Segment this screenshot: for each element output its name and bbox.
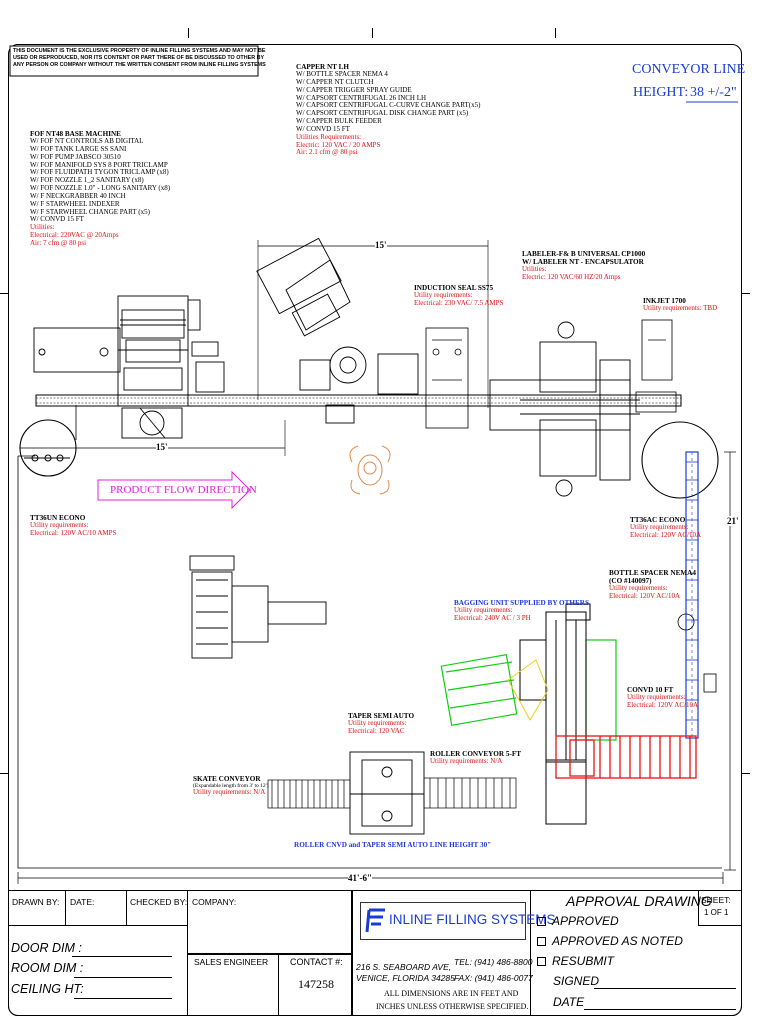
main-conveyor	[35, 394, 682, 407]
registration-tick	[0, 293, 8, 294]
bagging-unit-core	[519, 603, 591, 825]
skate-spec: SKATE CONVEYOR (Expandable length from 3…	[193, 775, 269, 797]
signed-line	[594, 988, 736, 989]
induction-seal	[425, 327, 469, 429]
resubmit-checkbox[interactable]	[537, 957, 546, 966]
bottle-spacer	[677, 613, 717, 693]
taper-machine	[349, 751, 425, 835]
drawn-by-label: DRAWN BY:	[12, 897, 60, 907]
approved-option[interactable]: APPROVED	[537, 914, 619, 928]
company-logo: INLINE FILLING SYSTEMS	[360, 902, 556, 940]
room-dim-line	[74, 977, 172, 978]
door-dim-line	[72, 956, 172, 957]
product-flow-label: PRODUCT FLOW DIRECTION	[110, 484, 257, 496]
registration-tick	[188, 28, 189, 38]
line-height-footnote: ROLLER CNVD and TAPER SEMI AUTO LINE HEI…	[294, 841, 492, 849]
inkjet-spec: INKJET 1700 Utility requirements: TBD	[643, 297, 718, 313]
dimension-note-1: ALL DIMENSIONS ARE IN FEET AND	[384, 989, 519, 998]
dim-15-top: 15'	[375, 240, 387, 251]
approval-title: APPROVAL DRAWING	[566, 893, 712, 909]
approved-as-noted-option[interactable]: APPROVED AS NOTED	[537, 934, 683, 948]
contact-label: CONTACT #:	[290, 957, 343, 967]
rotary-machine	[189, 555, 327, 659]
skate-conveyor	[267, 779, 351, 809]
sheet-label: SHEET:	[701, 895, 731, 905]
base-machine-spec: FOF NT48 BASE MACHINE W/ FOF NT CONTROLS…	[30, 130, 171, 247]
disclaimer-box	[9, 45, 259, 77]
date-line	[584, 1009, 736, 1010]
labeler-machine	[489, 321, 640, 497]
dim-21: 21'	[727, 516, 739, 527]
registration-tick	[555, 28, 556, 38]
vertical-conveyor-blue	[685, 451, 699, 739]
inkjet-machine	[635, 319, 677, 413]
roller-conveyor	[423, 777, 517, 809]
disclaimer-text: THIS DOCUMENT IS THE EXCLUSIVE PROPERTY …	[13, 48, 266, 68]
tel-number: TEL: (941) 486-8800	[454, 957, 533, 967]
conveyor-height-label: HEIGHT:	[633, 85, 689, 100]
bagging-unit-green	[440, 639, 617, 741]
address-line-1: 216 S. SEABOARD AVE,	[356, 962, 452, 972]
sheet-value: 1 OF 1	[704, 908, 729, 917]
conveyor-line-label: CONVEYOR LINE	[632, 62, 746, 77]
conveyor-height-value: 38 +/-2"	[690, 85, 737, 100]
checked-by-label: CHECKED BY:	[130, 897, 188, 907]
contact-value: 147258	[298, 977, 334, 991]
capper-machine	[256, 237, 419, 424]
convd10-spec: CONVD 10 FT Utility requirements:Electri…	[627, 686, 699, 709]
room-dim-label: ROOM DIM :	[11, 961, 84, 975]
convd-red	[555, 735, 697, 779]
resubmit-option[interactable]: RESUBMIT	[537, 954, 614, 968]
dimension-note-2: INCHES UNLESS OTHERWISE SPECIFIED.	[376, 1002, 529, 1011]
company-label: COMPANY:	[192, 897, 237, 907]
operator-figure	[349, 445, 391, 495]
approved-as-noted-checkbox[interactable]	[537, 937, 546, 946]
sales-engineer-label: SALES ENGINEER	[194, 957, 269, 967]
turntable-left	[19, 405, 77, 477]
logo-text: INLINE FILLING SYSTEMS	[389, 912, 556, 927]
tt36ac-spec: TT36AC ECONO Utility requirements:Electr…	[630, 516, 702, 539]
dim-15-left: 15'	[156, 442, 168, 453]
induction-seal-spec: INDUCTION SEAL SS75 Utility requirements…	[414, 284, 504, 307]
ceiling-line	[74, 998, 172, 999]
bagging-yellow-outline	[507, 659, 549, 722]
product-flow-arrow	[97, 470, 251, 510]
registration-tick	[742, 773, 750, 774]
dim-41-6: 41'-6"	[348, 873, 372, 884]
bottle-spacer-spec: BOTTLE SPACER NEMA4(CO #140097) Utility …	[609, 569, 696, 600]
approved-checkbox[interactable]	[537, 917, 546, 926]
registration-tick	[0, 773, 8, 774]
date-approval-label: DATE	[553, 995, 585, 1009]
ceiling-ht-label: CEILING HT:	[11, 982, 84, 996]
layout-boundary	[17, 456, 722, 869]
tt36un-spec: TT36UN ECONO Utility requirements:Electr…	[30, 514, 117, 537]
date-label: DATE:	[70, 897, 95, 907]
fax-number: FAX: (941) 486-0077	[454, 973, 533, 983]
logo-mark-icon	[365, 908, 385, 933]
door-dim-label: DOOR DIM :	[11, 941, 82, 955]
bagging-spec: BAGGING UNIT SUPPLIED BY OTHERS Utility …	[454, 599, 589, 622]
taper-spec: TAPER SEMI AUTO Utility requirements:Ele…	[348, 712, 415, 735]
registration-tick	[742, 293, 750, 294]
signed-label: SIGNED	[553, 974, 600, 988]
roller-spec: ROLLER CONVEYOR 5-FT Utility requirement…	[430, 750, 522, 766]
filler-machine	[33, 295, 225, 439]
address-line-2: VENICE, FLORIDA 34285	[356, 973, 455, 983]
turntable-right	[641, 421, 719, 499]
registration-tick	[372, 28, 373, 38]
